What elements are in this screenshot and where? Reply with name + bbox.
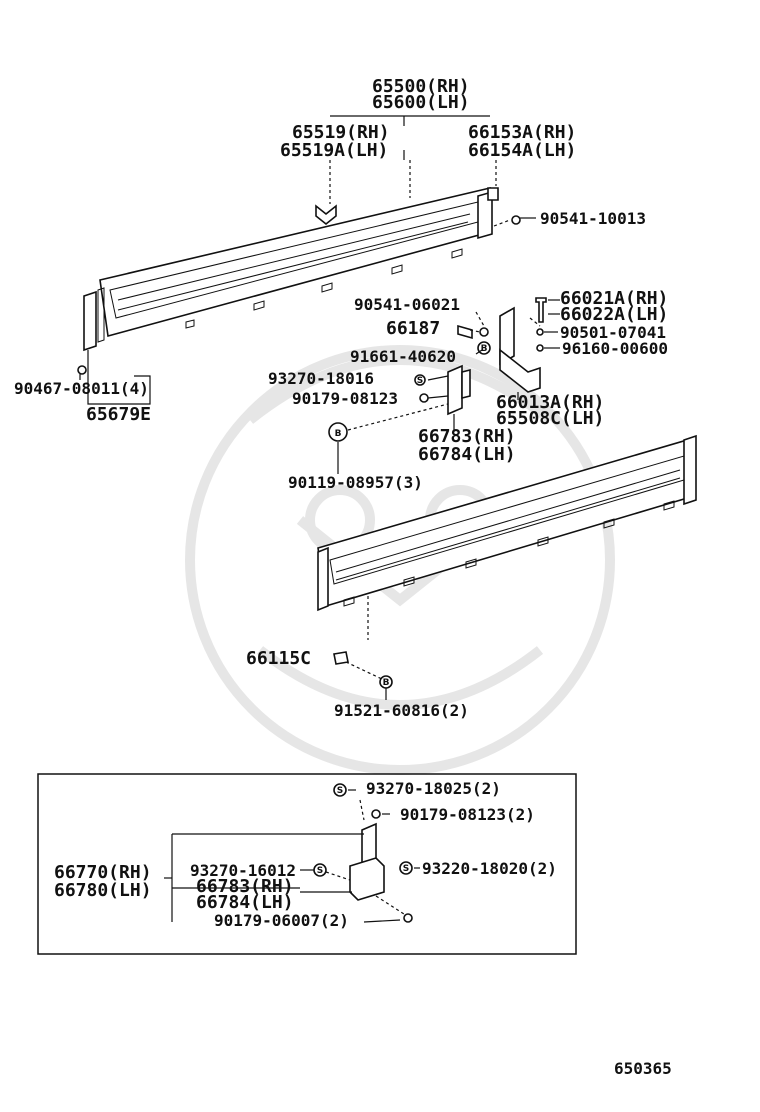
bracket-66783 — [447, 364, 471, 416]
label-inset-90179-08123: 90179-08123(2) — [400, 805, 535, 824]
cap-66153a — [487, 187, 499, 201]
label-90119: 90119-08957(3) — [288, 473, 423, 492]
marker-b-90119 — [328, 422, 348, 442]
label-66021a: 66021A(RH) — [560, 288, 668, 309]
marker-b-90119-letter: B — [335, 429, 342, 439]
hinge-66013a — [499, 306, 541, 393]
screw-90467 — [77, 365, 87, 375]
label-90467: 90467-08011(4) — [14, 379, 149, 398]
label-inset-93270-18025: 93270-18025(2) — [366, 779, 501, 798]
label-65519: 65519(RH) — [292, 122, 390, 143]
label-66154a: 66154A(LH) — [468, 140, 576, 161]
marker-b-91521 — [379, 675, 393, 689]
labels: 65500(RH) 65600(LH) 65519(RH) 65519A(LH)… — [14, 76, 672, 1078]
nut-90179-08123 — [419, 393, 429, 403]
inset-bracket — [349, 822, 385, 901]
label-65679e: 65679E — [86, 404, 151, 425]
hinge-leaders — [337, 299, 560, 474]
label-65508c: 65508C(LH) — [496, 408, 604, 429]
label-inset-66780: 66780(LH) — [54, 880, 152, 901]
label-91661: 91661-40620 — [350, 347, 456, 366]
marker-s-93270-18016-letter: S — [417, 376, 423, 386]
label-inset-93220-18020: 93220-18020(2) — [422, 859, 557, 878]
nut-90541-10013 — [511, 215, 521, 225]
lower-leaders — [345, 596, 387, 700]
inset-marker-s-1 — [333, 783, 347, 797]
marker-b-91521-letter: B — [383, 678, 390, 688]
label-90541-10013: 90541-10013 — [540, 209, 646, 228]
label-66784: 66784(LH) — [418, 444, 516, 465]
marker-b-91661-letter: B — [481, 344, 488, 354]
nut-90541-06021 — [479, 327, 489, 337]
inset-marker-s-2-letter: S — [317, 866, 323, 876]
label-inset-90179-06007: 90179-06007(2) — [214, 911, 349, 930]
label-66013a: 66013A(RH) — [496, 392, 604, 413]
inset-nut-90179-06007 — [403, 913, 413, 923]
label-inset-66770: 66770(RH) — [54, 862, 152, 883]
label-91521: 91521-60816(2) — [334, 701, 469, 720]
label-inset-66784: 66784(LH) — [196, 892, 294, 913]
lower-side-gate-panel — [317, 434, 697, 612]
label-66783: 66783(RH) — [418, 426, 516, 447]
pin-66187 — [457, 324, 473, 340]
label-inset-66783: 66783(RH) — [196, 876, 294, 897]
label-66187: 66187 — [386, 318, 440, 339]
inset-leaders — [164, 789, 420, 923]
inset-marker-s-3-letter: S — [403, 864, 409, 874]
label-65600: 65600(LH) — [372, 92, 470, 113]
label-66022a: 66022A(LH) — [560, 304, 668, 325]
inset-frame — [37, 773, 577, 955]
label-90501: 90501-07041 — [560, 323, 666, 342]
inset-marker-s-1-letter: S — [337, 786, 343, 796]
block-66115c — [333, 651, 349, 665]
label-93270-18016: 93270-18016 — [268, 369, 374, 388]
label-inset-93270-16012: 93270-16012 — [190, 861, 296, 880]
upper-leaders — [79, 115, 536, 405]
washer-90501 — [536, 328, 544, 336]
label-65519a: 65519A(LH) — [280, 140, 388, 161]
bolt-66021a — [535, 297, 547, 323]
label-96160: 96160-00600 — [562, 339, 668, 358]
label-90541-06021: 90541-06021 — [354, 295, 460, 314]
marker-s-93270-18016 — [414, 374, 426, 386]
inset-nut-90179-08123 — [371, 809, 381, 819]
label-66153a: 66153A(RH) — [468, 122, 576, 143]
label-90179-08123: 90179-08123 — [292, 389, 398, 408]
diagram-code: 650365 — [614, 1059, 672, 1078]
label-66115c: 66115C — [246, 648, 311, 669]
hook-65519 — [315, 204, 337, 226]
nut-96160 — [536, 344, 544, 352]
label-65500: 65500(RH) — [372, 76, 470, 97]
inset-marker-s-3 — [399, 861, 413, 875]
